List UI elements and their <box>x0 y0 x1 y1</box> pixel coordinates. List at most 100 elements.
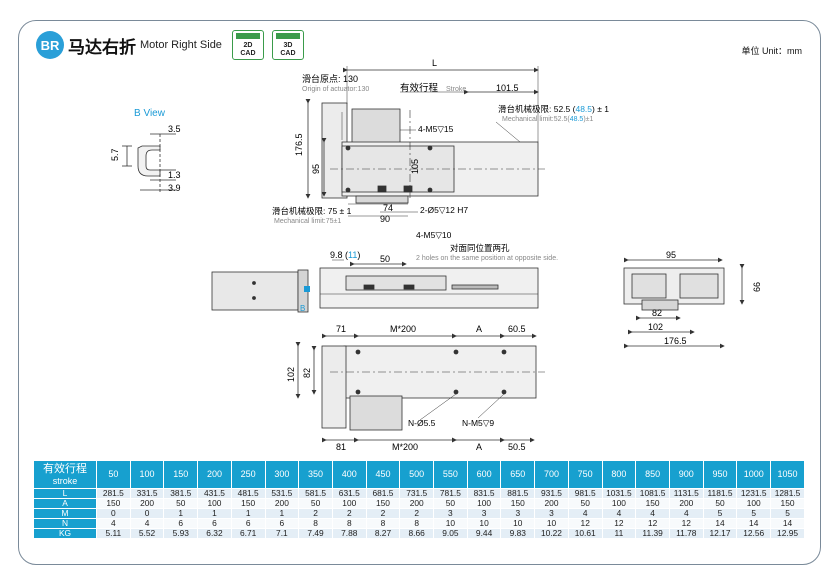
table-cell: 8.66 <box>399 528 435 539</box>
table-cell: 4 <box>129 518 165 529</box>
stroke-header-cell: 350 <box>298 460 333 489</box>
header: BR 马达右折 Motor Right Side 2D CAD 3D CAD <box>36 30 304 60</box>
table-cell: 431.5 <box>197 488 232 499</box>
mech-limit-top-cn: 滑台机械极限: 52.5 (48.5) ± 1 <box>498 104 609 114</box>
table-cell: 150 <box>96 498 131 509</box>
table-cell: 10.61 <box>567 528 603 539</box>
stroke-en: Stroke <box>446 86 466 93</box>
stroke-cn: 有效行程 <box>400 82 439 94</box>
table-cell: 1 <box>163 508 199 519</box>
table-cell: 12.17 <box>702 528 738 539</box>
table-cell: 9.05 <box>433 528 468 539</box>
row-label: M <box>33 508 97 519</box>
bottom-view <box>295 333 545 443</box>
table-cell: 281.5 <box>96 488 131 499</box>
table-cell: 1 <box>264 508 300 519</box>
table-cell: 100 <box>466 498 502 509</box>
table-cell: 7.88 <box>331 528 367 539</box>
cad-3d-button[interactable]: 3D CAD <box>271 30 304 60</box>
mech-limit-bottom-cn: 滑台机械极限: 75 ± 1 <box>272 206 352 216</box>
mech-limit-top-en-b: 48.5 <box>570 116 584 123</box>
side-dim-95: 95 <box>666 250 676 260</box>
table-cell: 100 <box>736 498 772 509</box>
table-cell: 681.5 <box>365 488 401 499</box>
table-cell: 50 <box>567 498 603 509</box>
table-cell: 931.5 <box>534 488 569 499</box>
table-cell: 4 <box>601 508 637 519</box>
table-cell: 3 <box>534 508 569 519</box>
table-cell: 50 <box>702 498 738 509</box>
table-cell: 14 <box>702 518 738 529</box>
dim-74: 74 <box>383 203 393 213</box>
table-cell: 1231.5 <box>736 488 772 499</box>
table-cell: 50 <box>433 498 468 509</box>
table-cell: 10 <box>466 518 502 529</box>
dim-9-8: 9.8 (11) <box>330 250 360 260</box>
table-cell: 4 <box>567 508 603 519</box>
table-cell: 200 <box>399 498 435 509</box>
stroke-header-cell: 1050 <box>770 460 805 489</box>
table-cell: 12.95 <box>770 528 805 539</box>
table-cell: 6 <box>230 518 266 529</box>
cad-2d-button[interactable]: 2D CAD <box>231 30 264 60</box>
thread-m5-10: 4-M5▽10 <box>416 230 452 240</box>
mech-limit-bottom-en: Mechanical limit:75±1 <box>274 218 341 225</box>
stroke-header-cell: 750 <box>567 460 603 489</box>
table-cell: 531.5 <box>264 488 300 499</box>
dim-50: 50 <box>380 254 390 264</box>
mech-limit-top-en-a: Mechanical limit:52.5( <box>502 116 570 123</box>
side-view <box>623 257 745 349</box>
table-cell: 200 <box>264 498 300 509</box>
bottom-dim-a-bottom: A <box>476 442 482 452</box>
side-dim-82: 82 <box>652 308 662 318</box>
table-cell: 631.5 <box>331 488 367 499</box>
opposite-holes-en: 2 holes on the same position at opposite… <box>416 255 558 262</box>
bottom-hole-n5-5: N-Ø5.5 <box>408 418 436 428</box>
table-cell: 5.52 <box>129 528 165 539</box>
origin-cn: 滑台原点: 130 <box>302 73 358 84</box>
dim-176-5: 176.5 <box>294 133 304 156</box>
table-cell: 150 <box>635 498 670 509</box>
table-cell: 1 <box>230 508 266 519</box>
table-cell: 12 <box>601 518 637 529</box>
table-cell: 1081.5 <box>635 488 670 499</box>
table-cell: 5.11 <box>96 528 131 539</box>
stroke-header-cell: 600 <box>466 460 502 489</box>
table-cell: 3 <box>433 508 468 519</box>
dim-105: 105 <box>410 159 420 174</box>
table-cell: 50 <box>163 498 199 509</box>
table-cell: 6.71 <box>230 528 266 539</box>
table-cell: 5 <box>702 508 738 519</box>
dim-9-8-b: 11 <box>348 250 357 260</box>
table-cell: 4 <box>668 508 704 519</box>
table-cell: 9.83 <box>500 528 536 539</box>
cad-3d-sublabel: CAD <box>280 50 296 57</box>
stroke-header-cell: 550 <box>433 460 468 489</box>
table-cell: 481.5 <box>230 488 266 499</box>
mech-limit-top-cn-a: 滑台机械极限: 52.5 ( <box>498 104 576 114</box>
table-cell: 8 <box>399 518 435 529</box>
table-cell: 8.27 <box>365 528 401 539</box>
stroke-header-cell: 300 <box>264 460 300 489</box>
dowel-hole: 2-Ø5▽12 H7 <box>420 205 468 215</box>
table-cell: 4 <box>96 518 131 529</box>
table-cell: 6 <box>163 518 199 529</box>
table-cell: 2 <box>331 508 367 519</box>
table-cell: 331.5 <box>129 488 165 499</box>
table-cell: 200 <box>668 498 704 509</box>
table-cell: 12.56 <box>736 528 772 539</box>
table-cell: 150 <box>230 498 266 509</box>
stroke-header-en: stroke <box>52 475 78 486</box>
table-cell: 2 <box>365 508 401 519</box>
stroke-header-cell: 250 <box>230 460 266 489</box>
table-cell: 731.5 <box>399 488 435 499</box>
table-cell: 12 <box>668 518 704 529</box>
bottom-dim-a-top: A <box>476 324 482 334</box>
table-cell: 9.44 <box>466 528 502 539</box>
